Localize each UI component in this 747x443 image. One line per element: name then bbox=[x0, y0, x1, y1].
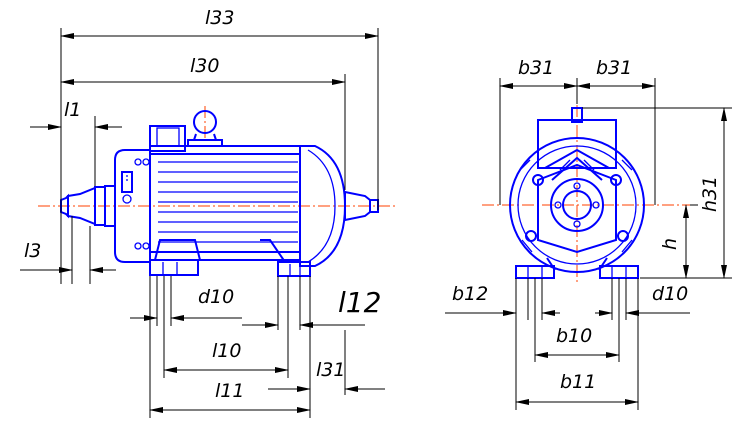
l30-label: l30 bbox=[190, 55, 219, 77]
d10-front-label: d10 bbox=[652, 283, 688, 305]
l1-label: l1 bbox=[64, 99, 81, 121]
bolt-hole bbox=[617, 230, 629, 242]
side-view-dimensions: l33 l30 l1 l3 d10 l12 l10 bbox=[20, 7, 385, 418]
d10-side-label: d10 bbox=[198, 286, 234, 308]
side-view bbox=[38, 106, 398, 277]
end-shield-plate bbox=[537, 163, 617, 254]
bolt-hole bbox=[610, 174, 622, 186]
l11-label: l11 bbox=[215, 380, 244, 402]
front-terminal-box bbox=[537, 107, 617, 181]
front-view-dimensions: b31 b31 h31 h b12 d10 b10 b11 bbox=[445, 57, 732, 410]
l12-label: l12 bbox=[338, 286, 381, 319]
l33-label: l33 bbox=[205, 7, 234, 29]
b31-left-label: b31 bbox=[518, 57, 554, 79]
bolt-hole bbox=[525, 230, 537, 242]
h-label: h bbox=[659, 238, 681, 250]
l10-label: l10 bbox=[212, 340, 241, 362]
hub-inner bbox=[562, 190, 592, 220]
front-housing-outline bbox=[509, 137, 645, 273]
motor-body bbox=[149, 145, 301, 261]
bolt-hole bbox=[532, 174, 544, 186]
l3-label: l3 bbox=[24, 240, 41, 262]
b11-label: b11 bbox=[560, 371, 596, 393]
hub-outer bbox=[550, 178, 604, 232]
b12-label: b12 bbox=[452, 283, 488, 305]
front-feet bbox=[515, 257, 639, 279]
terminal-box bbox=[149, 125, 186, 152]
h31-label: h31 bbox=[699, 176, 721, 212]
b10-label: b10 bbox=[556, 325, 592, 347]
front-view bbox=[482, 105, 690, 282]
motor-feet bbox=[149, 239, 311, 277]
l31-label: l31 bbox=[316, 359, 345, 381]
b31-right-label: b31 bbox=[596, 57, 632, 79]
